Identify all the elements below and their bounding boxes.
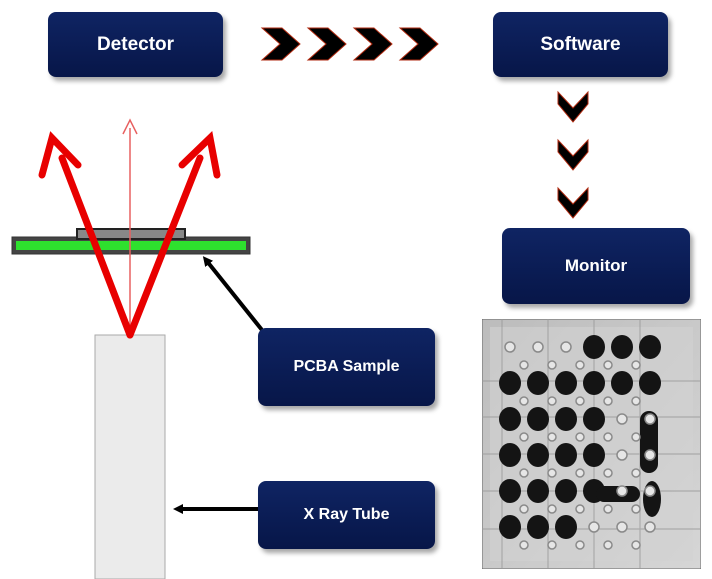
via [616, 521, 628, 533]
solder-ball [499, 371, 521, 395]
via [631, 360, 641, 370]
via [547, 468, 557, 478]
solder-ball [611, 335, 633, 359]
via [631, 396, 641, 406]
via [644, 449, 656, 461]
monitor-box: Monitor [502, 228, 690, 304]
via [547, 504, 557, 514]
chevron-arrows-horizontal [260, 27, 439, 61]
via [644, 413, 656, 425]
via [631, 540, 641, 550]
solder-ball [583, 335, 605, 359]
via [616, 485, 628, 497]
via [547, 432, 557, 442]
solder-ball [639, 371, 661, 395]
chevron-down-icon [557, 138, 589, 171]
via [644, 521, 656, 533]
via [519, 396, 529, 406]
via [631, 432, 641, 442]
via [547, 396, 557, 406]
solder-ball [583, 443, 605, 467]
xray-ray-right [126, 130, 221, 339]
chevron-right-icon [306, 27, 347, 61]
solder-ball [527, 479, 549, 503]
via [603, 504, 613, 514]
pcba-sample-box: PCBA Sample [258, 328, 435, 406]
via [631, 468, 641, 478]
pcba-sample-label: PCBA Sample [293, 358, 400, 375]
solder-ball [499, 443, 521, 467]
monitor-label: Monitor [564, 256, 628, 275]
via [603, 468, 613, 478]
via [519, 432, 529, 442]
xray-inspection-image [482, 319, 701, 569]
chevron-arrows-vertical [557, 90, 589, 219]
solder-ball [555, 479, 577, 503]
via [519, 468, 529, 478]
solder-ball [555, 371, 577, 395]
solder-ball [499, 479, 521, 503]
solder-ball [499, 407, 521, 431]
via [575, 468, 585, 478]
software-box: Software [493, 12, 668, 77]
solder-ball [527, 407, 549, 431]
via [603, 432, 613, 442]
solder-ball [527, 371, 549, 395]
via [504, 341, 516, 353]
xray-ray-center [122, 118, 138, 335]
via [603, 360, 613, 370]
xray-tube-label: X Ray Tube [303, 506, 390, 523]
xray-tube-body [94, 334, 166, 579]
via [575, 504, 585, 514]
via [603, 396, 613, 406]
xray-ray-left [38, 131, 134, 339]
solder-ball [611, 371, 633, 395]
via [519, 540, 529, 550]
chevron-right-icon [260, 27, 301, 61]
software-label: Software [540, 33, 621, 55]
solder-ball [527, 443, 549, 467]
via [616, 449, 628, 461]
via [644, 485, 656, 497]
detector-label: Detector [96, 33, 175, 55]
solder-ball [499, 515, 521, 539]
solder-ball [583, 371, 605, 395]
solder-ball [555, 515, 577, 539]
via [603, 540, 613, 550]
via [519, 504, 529, 514]
via [532, 341, 544, 353]
via [575, 360, 585, 370]
via [588, 521, 600, 533]
via [616, 413, 628, 425]
solder-ball [555, 443, 577, 467]
solder-ball [639, 335, 661, 359]
chevron-down-icon [557, 90, 589, 123]
solder-ball [555, 407, 577, 431]
chevron-down-icon [557, 186, 589, 219]
via [547, 540, 557, 550]
solder-ball [583, 407, 605, 431]
via [547, 360, 557, 370]
via [631, 504, 641, 514]
pcb-green-layer [16, 241, 246, 250]
pointer-arrow-pcba [202, 256, 264, 332]
pcb-component [76, 228, 186, 240]
chevron-right-icon [398, 27, 439, 61]
detector-box: Detector [48, 12, 223, 77]
via [575, 540, 585, 550]
chevron-right-icon [352, 27, 393, 61]
via [575, 432, 585, 442]
via [560, 341, 572, 353]
xray-tube-box: X Ray Tube [258, 481, 435, 549]
via [575, 396, 585, 406]
solder-ball [527, 515, 549, 539]
via [519, 360, 529, 370]
